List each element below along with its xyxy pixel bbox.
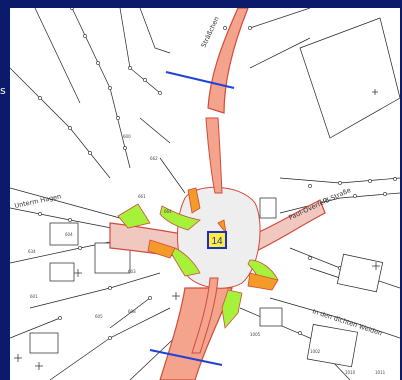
street-label-north: Sträßchen: [200, 15, 221, 49]
parcel-number: 601: [30, 294, 38, 299]
parcel-number: 664: [164, 209, 172, 214]
junction-number: 14: [211, 236, 223, 247]
orange-areas: [147, 187, 279, 291]
street-label-west: Unterm Hagen: [14, 192, 62, 210]
parcel-number: 1011: [375, 370, 386, 375]
parcel-number: 1010: [345, 370, 356, 375]
parcel-number: 634: [28, 249, 36, 254]
site-plan-map: Sträßchen Paul-Overfeld-Straße Unterm Ha…: [10, 8, 400, 380]
parcel-number: 600: [123, 134, 131, 139]
junction-number-badge[interactable]: 14: [207, 231, 227, 249]
parcel-number: 605: [95, 314, 103, 319]
side-text-fragment: s: [0, 84, 6, 97]
parcel-number: 1005: [250, 332, 261, 337]
parcel-number: 604: [65, 232, 73, 237]
parcel-number: 662: [150, 156, 158, 161]
parcel-number: 1002: [310, 349, 321, 354]
reference-markers: [14, 89, 380, 370]
parcel-number: 603: [128, 269, 136, 274]
buildings: [29, 197, 384, 368]
parcel-number: 608: [128, 309, 136, 314]
section-lines: [149, 71, 235, 366]
parcel-number: 661: [138, 194, 146, 199]
